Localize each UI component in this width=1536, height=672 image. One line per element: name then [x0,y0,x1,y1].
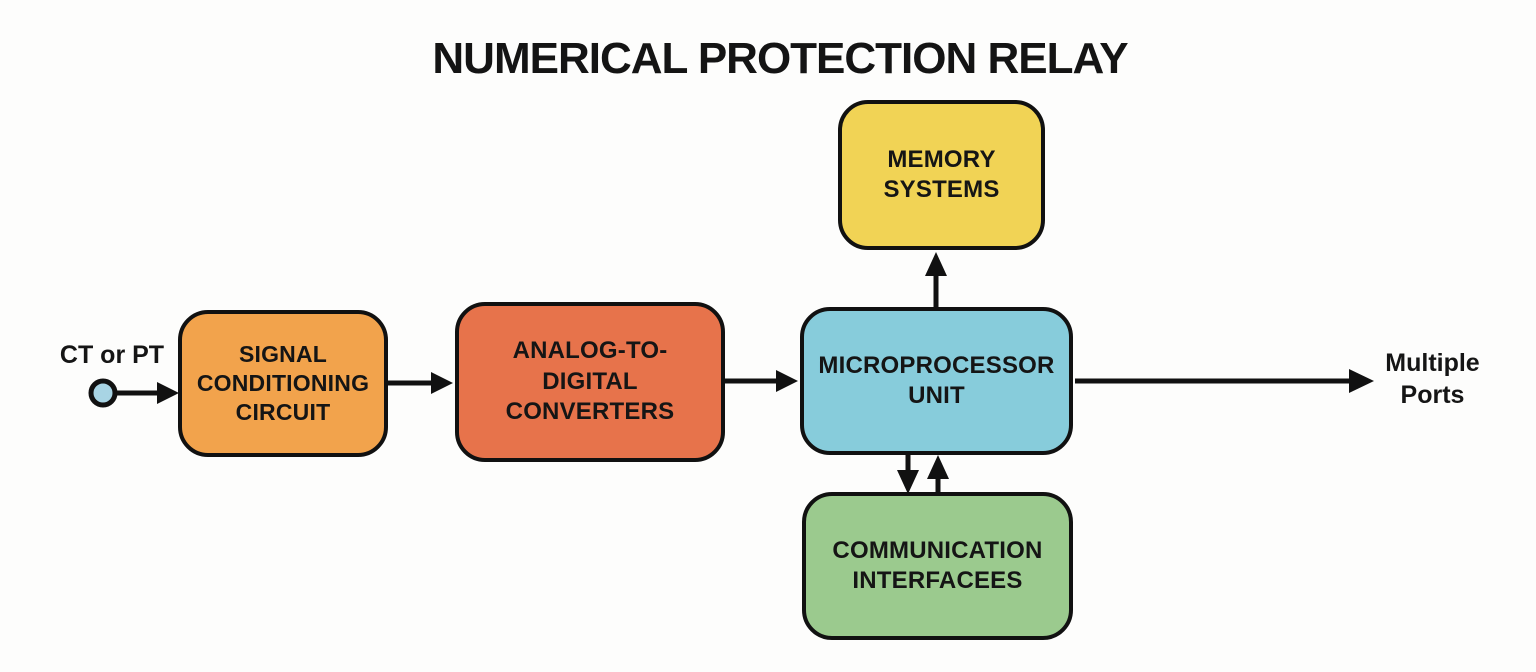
arrowhead-signal-to-adc [431,372,453,394]
arrowhead-comm-to-mpu [927,455,949,479]
arrowhead-adc-to-mpu [776,370,798,392]
block-analog-to-digital-converters: ANALOG-TO- DIGITAL CONVERTERS [455,302,725,462]
input-terminal-dot [88,378,118,408]
block-communication-interfacees: COMMUNICATION INTERFACEES [802,492,1073,640]
arrowhead-input-to-signal [157,382,179,404]
diagram-title: NUMERICAL PROTECTION RELAY [432,34,1128,83]
output-ports-label: Multiple Ports [1385,349,1480,409]
arrowhead-mpu-to-output [1349,369,1374,393]
arrowhead-mpu-to-comm [897,470,919,494]
arrowhead-mpu-to-memory [925,252,947,276]
input-source-label: CT or PT [59,341,165,369]
block-memory-systems: MEMORY SYSTEMS [838,100,1045,250]
block-signal-conditioning-circuit: SIGNAL CONDITIONING CIRCUIT [178,310,388,457]
block-microprocessor-unit: MICROPROCESSOR UNIT [800,307,1073,455]
